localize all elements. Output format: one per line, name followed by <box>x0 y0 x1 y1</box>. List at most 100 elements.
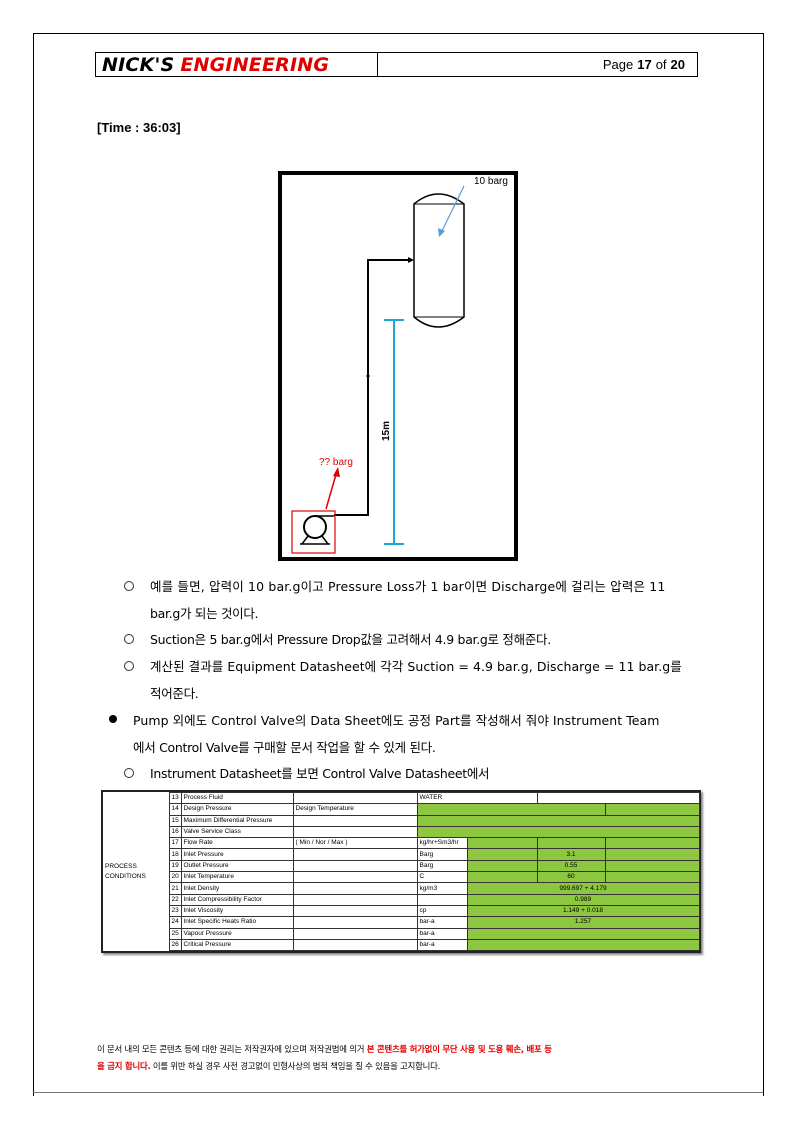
bullet-circle-5 <box>124 768 134 778</box>
row-label: Inlet Pressure <box>180 848 294 861</box>
row-unit: kg/m3 <box>416 882 468 895</box>
row-value <box>536 791 700 805</box>
row-number: 18 <box>168 848 182 861</box>
paragraph-4-line1: Pump 외에도 Control Valve의 Data Sheet에도 공정 … <box>133 713 660 728</box>
row-unit: kg/hr+Sm3/hr <box>416 837 468 850</box>
row-extra <box>292 814 418 827</box>
row-max <box>604 859 700 873</box>
logo-part2: ENGINEERING <box>180 53 330 76</box>
row-number: 17 <box>168 837 182 850</box>
row-unit <box>416 825 700 839</box>
paragraph-4-line2: 에서 Control Valve를 구매할 문서 작업을 할 수 있게 된다. <box>133 740 436 755</box>
row-unit: Barg <box>416 859 468 873</box>
row-extra <box>292 927 418 940</box>
page-header: NICK'S ENGINEERING Page 17 of 20 <box>95 52 698 77</box>
page-total: 20 <box>670 57 685 72</box>
row-unit: WATER <box>416 791 538 805</box>
row-number: 15 <box>168 814 182 827</box>
row-extra: ( Min / Nor / Max ) <box>292 837 418 850</box>
row-label: Inlet Specific Heats Ratio <box>180 916 294 929</box>
row-extra <box>292 859 418 873</box>
footer-part3: 을 금지 합니다. <box>97 1061 151 1071</box>
row-extra <box>292 916 418 929</box>
paragraph-1-line1-text: 예를 들면, 압력이 10 bar.g이고 Pressure Loss가 1 b… <box>150 579 666 594</box>
row-unit: cp <box>416 904 468 918</box>
row-min <box>466 837 538 850</box>
row-min <box>466 848 538 861</box>
vessel <box>413 193 465 328</box>
row-value <box>466 927 700 940</box>
discharge-line <box>334 259 412 516</box>
footer-part4: 이를 위반 하실 경우 사전 경고없이 민형사상의 법적 책임을 질 수 있음을… <box>150 1061 441 1071</box>
row-unit: bar-a <box>416 916 468 929</box>
section-label-line1: PROCESS <box>105 862 137 870</box>
line-arrowhead <box>408 257 414 263</box>
paragraph-3-line1: 계산된 결과를 Equipment Datasheet에 각각 Suction … <box>150 659 682 674</box>
row-label: Maximum Differential Pressure <box>180 814 294 827</box>
time-label: [Time : 36:03] <box>97 120 181 135</box>
row-number: 22 <box>168 893 182 906</box>
vessel-pressure-arrowhead <box>438 228 445 237</box>
row-extra: Design Temperature <box>292 803 418 816</box>
page-of: of <box>655 57 667 72</box>
page-label: Page <box>602 57 634 72</box>
row-value <box>466 938 700 952</box>
footer-part2: 본 콘텐츠를 허가없이 무단 사용 및 도용 훼손, 배포 등 <box>366 1044 552 1054</box>
paragraph-5: Instrument Datasheet를 보면 Control Valve D… <box>150 766 490 781</box>
row-label: Critical Pressure <box>180 938 294 952</box>
row-min <box>466 859 538 873</box>
row-label: Flow Rate <box>180 837 294 850</box>
vessel-pressure-label: 10 barg <box>474 176 508 187</box>
pump-pressure-arrowhead <box>333 467 340 477</box>
row-extra <box>292 882 418 895</box>
logo-part1: NICK'S <box>102 53 175 76</box>
page-number: Page 17 of 20 <box>378 53 697 76</box>
pump-highlight-box <box>291 510 336 554</box>
row-value: 1.149 + 0.018 <box>466 904 700 918</box>
company-logo: NICK'S ENGINEERING <box>96 53 378 76</box>
row-label: Valve Service Class <box>180 825 294 839</box>
bottom-rule <box>33 1092 763 1093</box>
row-label: Process Fluid <box>180 791 294 805</box>
row-number: 20 <box>168 871 182 884</box>
row-max <box>604 871 700 884</box>
row-number: 13 <box>168 791 182 805</box>
pump-base-left <box>301 535 309 545</box>
row-extra <box>292 871 418 884</box>
row-value: 60 <box>536 871 606 884</box>
page-current: 17 <box>637 57 652 72</box>
row-extra <box>292 893 418 906</box>
row-label: Outlet Pressure <box>180 859 294 873</box>
row-number: 16 <box>168 825 182 839</box>
height-label: 15m <box>381 421 392 441</box>
row-number: 19 <box>168 859 182 873</box>
row-extra <box>292 825 418 839</box>
row-label: Design Pressure <box>180 803 294 816</box>
copyright-notice: 이 문서 내의 모든 콘텐츠 등에 대한 권리는 저작권자에 있으며 저작권법에… <box>97 1041 697 1075</box>
pump-base-right <box>321 535 329 545</box>
row-number: 14 <box>168 803 182 816</box>
row-number: 24 <box>168 916 182 929</box>
row-max <box>604 837 700 850</box>
bullet-circle-3 <box>124 661 134 671</box>
bullet-circle-2 <box>124 634 134 644</box>
row-label: Vapour Pressure <box>180 927 294 940</box>
row-number: 21 <box>168 882 182 895</box>
row-nor <box>536 837 606 850</box>
row-unit <box>416 893 468 906</box>
row-unit: bar-a <box>416 938 468 952</box>
